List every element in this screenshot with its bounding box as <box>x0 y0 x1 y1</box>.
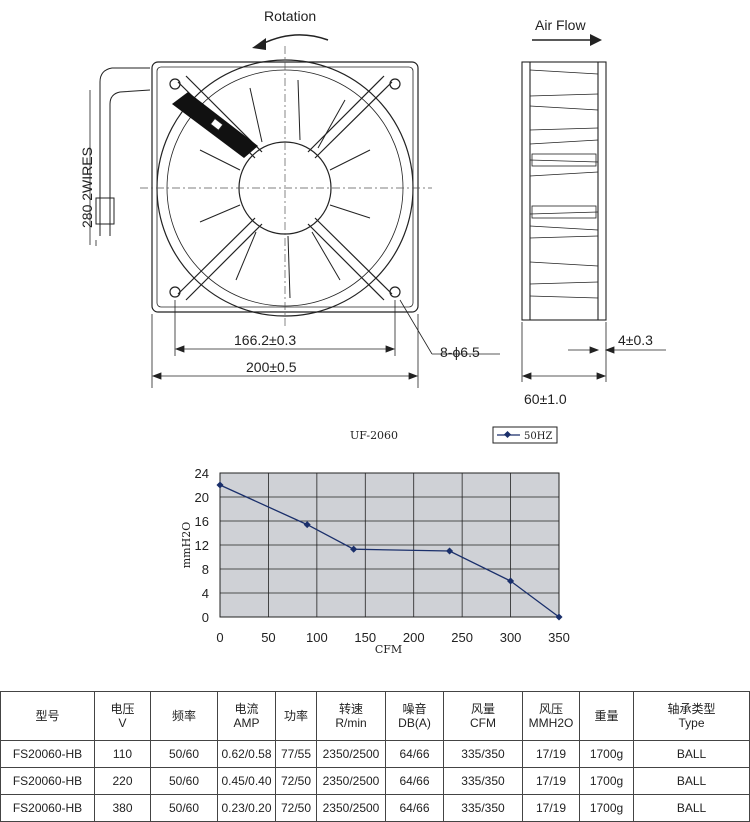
cell-bearing: BALL <box>633 767 750 795</box>
cell-weight: 1700g <box>579 794 634 822</box>
cell-model: FS20060-HB <box>0 794 95 822</box>
cell-voltage: 110 <box>94 740 151 768</box>
cell-noise: 64/66 <box>385 740 444 768</box>
x-tick-label: 150 <box>354 630 376 645</box>
header-power: 功率 <box>275 691 317 741</box>
rotation-arrowhead-icon <box>252 38 266 50</box>
y-axis-label: mmH2O <box>180 522 193 568</box>
cell-power: 77/55 <box>275 740 317 768</box>
legend-marker-icon <box>503 430 512 439</box>
cell-pressure: 17/19 <box>522 794 580 822</box>
header-weight: 重量 <box>579 691 634 741</box>
cell-power: 72/50 <box>275 767 317 795</box>
x-tick-label: 100 <box>306 630 328 645</box>
rotation-label: Rotation <box>264 8 317 24</box>
y-tick-label: 0 <box>202 610 209 625</box>
x-tick-label: 350 <box>548 630 570 645</box>
cell-airflow: 335/350 <box>443 740 523 768</box>
y-tick-label: 24 <box>195 466 209 481</box>
cell-bearing: BALL <box>633 794 750 822</box>
dim-outer-label: 200±0.5 <box>246 359 297 375</box>
dim-holes-label: 8-ϕ6.5 <box>440 344 480 360</box>
chart-title: UF-2060 <box>350 429 398 442</box>
x-tick-label: 50 <box>261 630 275 645</box>
cell-voltage: 380 <box>94 794 151 822</box>
table-row: FS20060-HB 380 50/60 0.23/0.20 72/50 235… <box>0 794 750 822</box>
data-point <box>446 547 454 555</box>
wires-label: 280 2WIRES <box>79 147 95 228</box>
airflow-arrow-icon <box>590 34 602 46</box>
cell-power: 72/50 <box>275 794 317 822</box>
y-tick-label: 12 <box>195 538 209 553</box>
rotation-arrow <box>261 34 329 45</box>
cell-current: 0.62/0.58 <box>217 740 276 768</box>
cell-airflow: 335/350 <box>443 794 523 822</box>
cell-speed: 2350/2500 <box>316 767 386 795</box>
y-tick-label: 8 <box>202 562 209 577</box>
cell-speed: 2350/2500 <box>316 740 386 768</box>
x-tick-label: 300 <box>500 630 522 645</box>
fan-drawing <box>89 34 666 388</box>
cell-model: FS20060-HB <box>0 740 95 768</box>
cell-weight: 1700g <box>579 767 634 795</box>
x-tick-label: 250 <box>451 630 473 645</box>
y-tick-label: 4 <box>202 586 209 601</box>
x-axis-label: CFM <box>375 643 402 656</box>
x-tick-label: 0 <box>216 630 223 645</box>
cell-weight: 1700g <box>579 740 634 768</box>
cell-model: FS20060-HB <box>0 767 95 795</box>
y-tick-label: 20 <box>195 490 209 505</box>
cell-frequency: 50/60 <box>150 740 218 768</box>
data-point <box>216 481 224 489</box>
y-tick-label: 16 <box>195 514 209 529</box>
dim-inner-label: 166.2±0.3 <box>234 332 297 348</box>
legend-box <box>492 426 558 444</box>
x-tick-label: 200 <box>403 630 425 645</box>
cell-noise: 64/66 <box>385 794 444 822</box>
cell-frequency: 50/60 <box>150 794 218 822</box>
cell-pressure: 17/19 <box>522 740 580 768</box>
cell-airflow: 335/350 <box>443 767 523 795</box>
legend-label: 50HZ <box>524 431 552 442</box>
data-point <box>350 545 358 553</box>
cell-noise: 64/66 <box>385 767 444 795</box>
header-model: 型号 <box>0 691 95 741</box>
data-point <box>555 613 563 621</box>
airflow-label: Air Flow <box>535 17 586 33</box>
cell-current: 0.45/0.40 <box>217 767 276 795</box>
dim-depth-label: 60±1.0 <box>524 391 567 407</box>
dim-flange-label: 4±0.3 <box>618 332 653 348</box>
table-row: FS20060-HB 110 50/60 0.62/0.58 77/55 235… <box>0 740 750 768</box>
fan-side-view <box>521 61 607 321</box>
cell-current: 0.23/0.20 <box>217 794 276 822</box>
table-row: FS20060-HB 220 50/60 0.45/0.40 72/50 235… <box>0 767 750 795</box>
cell-speed: 2350/2500 <box>316 794 386 822</box>
cell-voltage: 220 <box>94 767 151 795</box>
cell-frequency: 50/60 <box>150 767 218 795</box>
cell-bearing: BALL <box>633 740 750 768</box>
series-line <box>219 484 560 618</box>
header-frequency: 频率 <box>150 691 218 741</box>
cell-pressure: 17/19 <box>522 767 580 795</box>
